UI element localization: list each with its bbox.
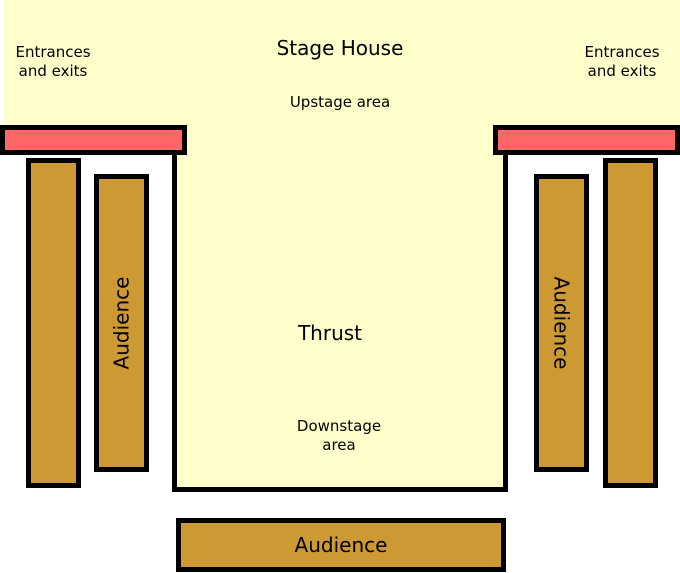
audience-right-outer: [603, 158, 658, 488]
audience-right-inner: Audience: [534, 174, 589, 472]
stage-house: [4, 0, 680, 128]
audience-left-outer: [26, 158, 81, 488]
upstage-label: Upstage area: [289, 93, 391, 111]
downstage-label: Downstage area: [296, 417, 382, 454]
audience-left-inner: Audience: [94, 174, 149, 472]
thrust-stage: [172, 125, 508, 492]
left-wing-bar: [0, 125, 187, 155]
audience-right-label: Audience: [549, 276, 574, 370]
thrust-upper-fill: [177, 120, 503, 160]
audience-bottom: Audience: [176, 518, 506, 572]
entrances-right-label: Entrances and exits: [584, 43, 660, 80]
right-wing-bar: [493, 125, 680, 155]
stage-house-title: Stage House: [276, 36, 404, 60]
audience-left-label: Audience: [109, 276, 134, 370]
entrances-left-label: Entrances and exits: [15, 43, 91, 80]
thrust-title: Thrust: [297, 321, 363, 345]
audience-bottom-label: Audience: [294, 533, 388, 557]
